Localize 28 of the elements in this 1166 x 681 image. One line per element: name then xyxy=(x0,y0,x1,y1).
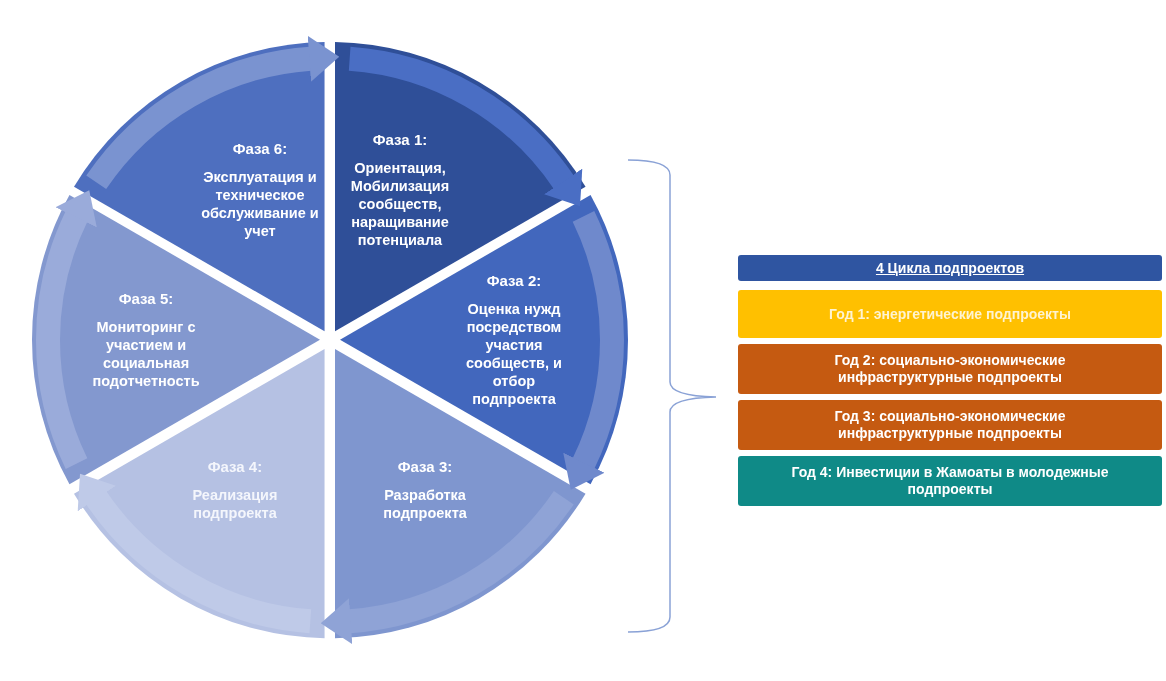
year-label: Год 4: Инвестиции в Жамоаты в молодежные подпроекты xyxy=(790,464,1110,498)
phase-heading: Фаза 4: xyxy=(207,458,263,476)
curved-arrow xyxy=(320,490,574,644)
phase-description: Мониторинг с участием и социальная подотчетность xyxy=(91,318,201,390)
phase-description: Разработка подпроекта xyxy=(382,486,468,522)
year-bar xyxy=(738,456,1162,506)
phase-heading: Фаза 2: xyxy=(486,272,542,290)
year-label: Год 1: энергетические подпроекты xyxy=(829,305,1071,323)
year-label: Год 2: социально-экономические инфраструктурные подпроекты xyxy=(833,352,1067,386)
header-bar xyxy=(738,255,1162,281)
phase-description: Реализация подпроекта xyxy=(191,486,279,522)
phase-heading: Фаза 5: xyxy=(118,290,174,308)
phase-heading: Фаза 6: xyxy=(232,140,288,158)
phase-heading: Фаза 1: xyxy=(372,131,428,149)
curved-arrow xyxy=(348,46,582,206)
year-bar xyxy=(738,290,1162,338)
year-bar xyxy=(738,344,1162,394)
phase-description: Ориентация, Мобилизация сообществ, наращивание потенциала xyxy=(349,159,451,249)
curved-arrow xyxy=(86,36,340,190)
curved-arrow xyxy=(36,189,98,469)
phase-description: Оценка нужд посредством участия сообществ, и отбор подпроекта xyxy=(465,300,563,408)
curved-arrow xyxy=(78,474,312,634)
phase-description: Эксплуатация и техническое обслуживание и учет xyxy=(200,168,320,240)
year-label: Год 3: социально-экономические инфраструктурные подпроекты xyxy=(833,408,1067,442)
year-bar xyxy=(738,400,1162,450)
phase-heading: Фаза 3: xyxy=(397,458,453,476)
panel-title: 4 Цикла подпроектов xyxy=(875,259,1025,277)
curved-arrow xyxy=(562,211,624,491)
